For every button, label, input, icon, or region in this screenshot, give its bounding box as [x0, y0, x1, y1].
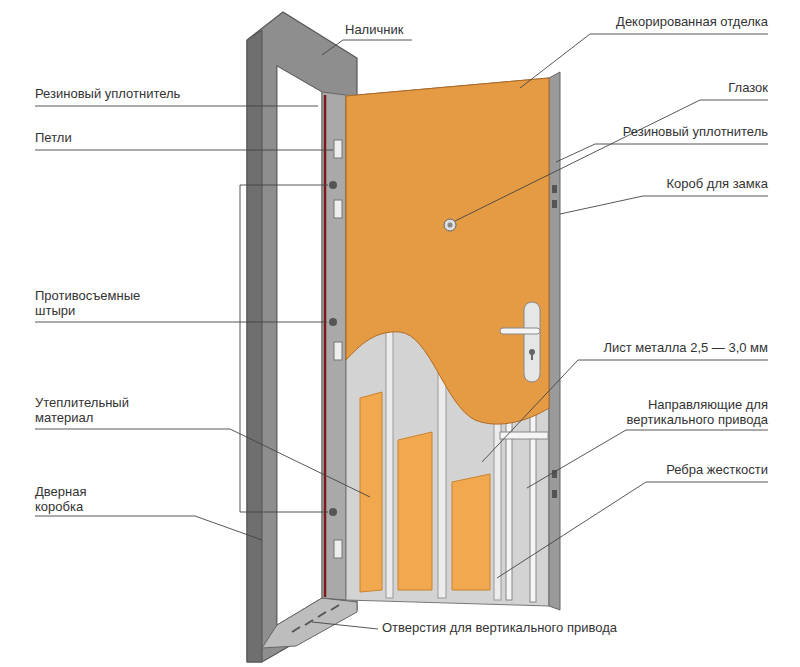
hinges: [334, 140, 342, 558]
handle-plate: [524, 302, 540, 382]
peephole: [444, 219, 456, 231]
lock-edge: [549, 72, 560, 610]
part-label: Наличник: [345, 22, 403, 37]
part-label: Противосъемные штыри: [35, 288, 165, 318]
part-label: Резиновый уплотнитель: [35, 86, 180, 101]
decor-panel: [346, 78, 549, 424]
part-label: Направляющие для вертикального привода: [608, 397, 768, 427]
part-label: Дверная коробка: [35, 484, 130, 514]
part-label: Утеплительный материал: [35, 395, 155, 425]
anti-removal-pins: [329, 181, 337, 516]
keyhole-slot: [531, 353, 533, 360]
part-label: Ребра жесткости: [666, 462, 768, 477]
leader-lines: [35, 34, 768, 629]
handle-lever: [500, 328, 540, 334]
lock-bolts: [552, 185, 557, 498]
peephole-lens: [448, 223, 453, 228]
part-label: Глазок: [728, 80, 768, 95]
frame-side: [247, 30, 262, 662]
drive-holes: [292, 605, 339, 632]
jamb-face: [322, 92, 346, 600]
part-label: Декорированная отделка: [616, 14, 768, 29]
part-label: Петли: [35, 130, 72, 145]
part-label: Лист металла 2,5 — 3,0 мм: [604, 340, 769, 355]
part-label: Короб для замка: [667, 176, 768, 191]
insulation: [360, 392, 490, 592]
part-label: Отверстия для вертикального привода: [382, 620, 617, 635]
door-frame: [247, 12, 357, 662]
rubber-seal: [324, 95, 327, 597]
door-leaf: [346, 78, 549, 606]
part-label: Резиновый уплотнитель: [623, 124, 768, 139]
threshold: [262, 598, 357, 648]
